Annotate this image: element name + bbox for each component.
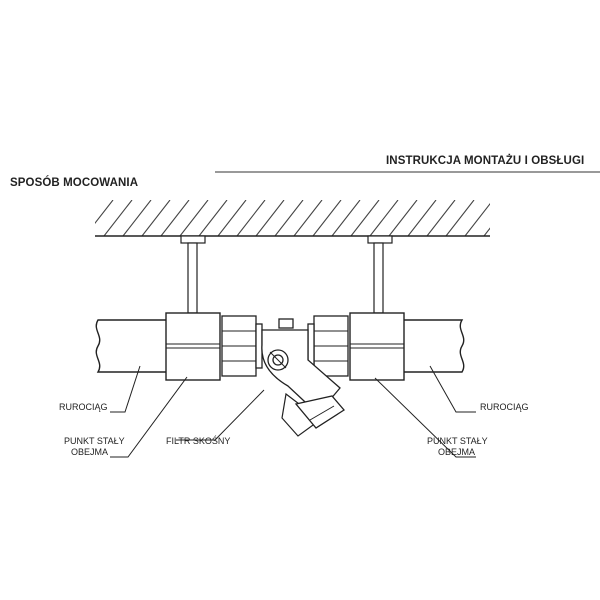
label-pipe-right: RUROCIĄG	[480, 402, 529, 412]
label-fixed-point-right-1: PUNKT STAŁY	[427, 436, 488, 446]
pipe-left	[95, 319, 166, 373]
label-fixed-point-right-2: OBEJMA	[438, 447, 475, 457]
label-fixed-point-left-1: PUNKT STAŁY	[64, 436, 125, 446]
hanger-rod-left	[180, 235, 206, 314]
pipe-clamp-left	[165, 312, 221, 381]
page-title: INSTRUKCJA MONTAŻU I OBSŁUGI	[386, 155, 585, 167]
label-filter: FILTR SKOŚNY	[166, 435, 230, 446]
label-pipe-left: RUROCIĄG	[59, 402, 108, 412]
pipe-clamp-right	[349, 312, 405, 381]
leader-lines	[110, 365, 476, 458]
pipe-right	[404, 319, 465, 373]
ceiling	[95, 200, 490, 237]
label-fixed-point-left-2: OBEJMA	[71, 447, 108, 457]
hanger-rod-right	[367, 235, 393, 314]
y-strainer	[221, 315, 349, 437]
section-title: SPOSÓB MOCOWANIA	[10, 177, 139, 189]
